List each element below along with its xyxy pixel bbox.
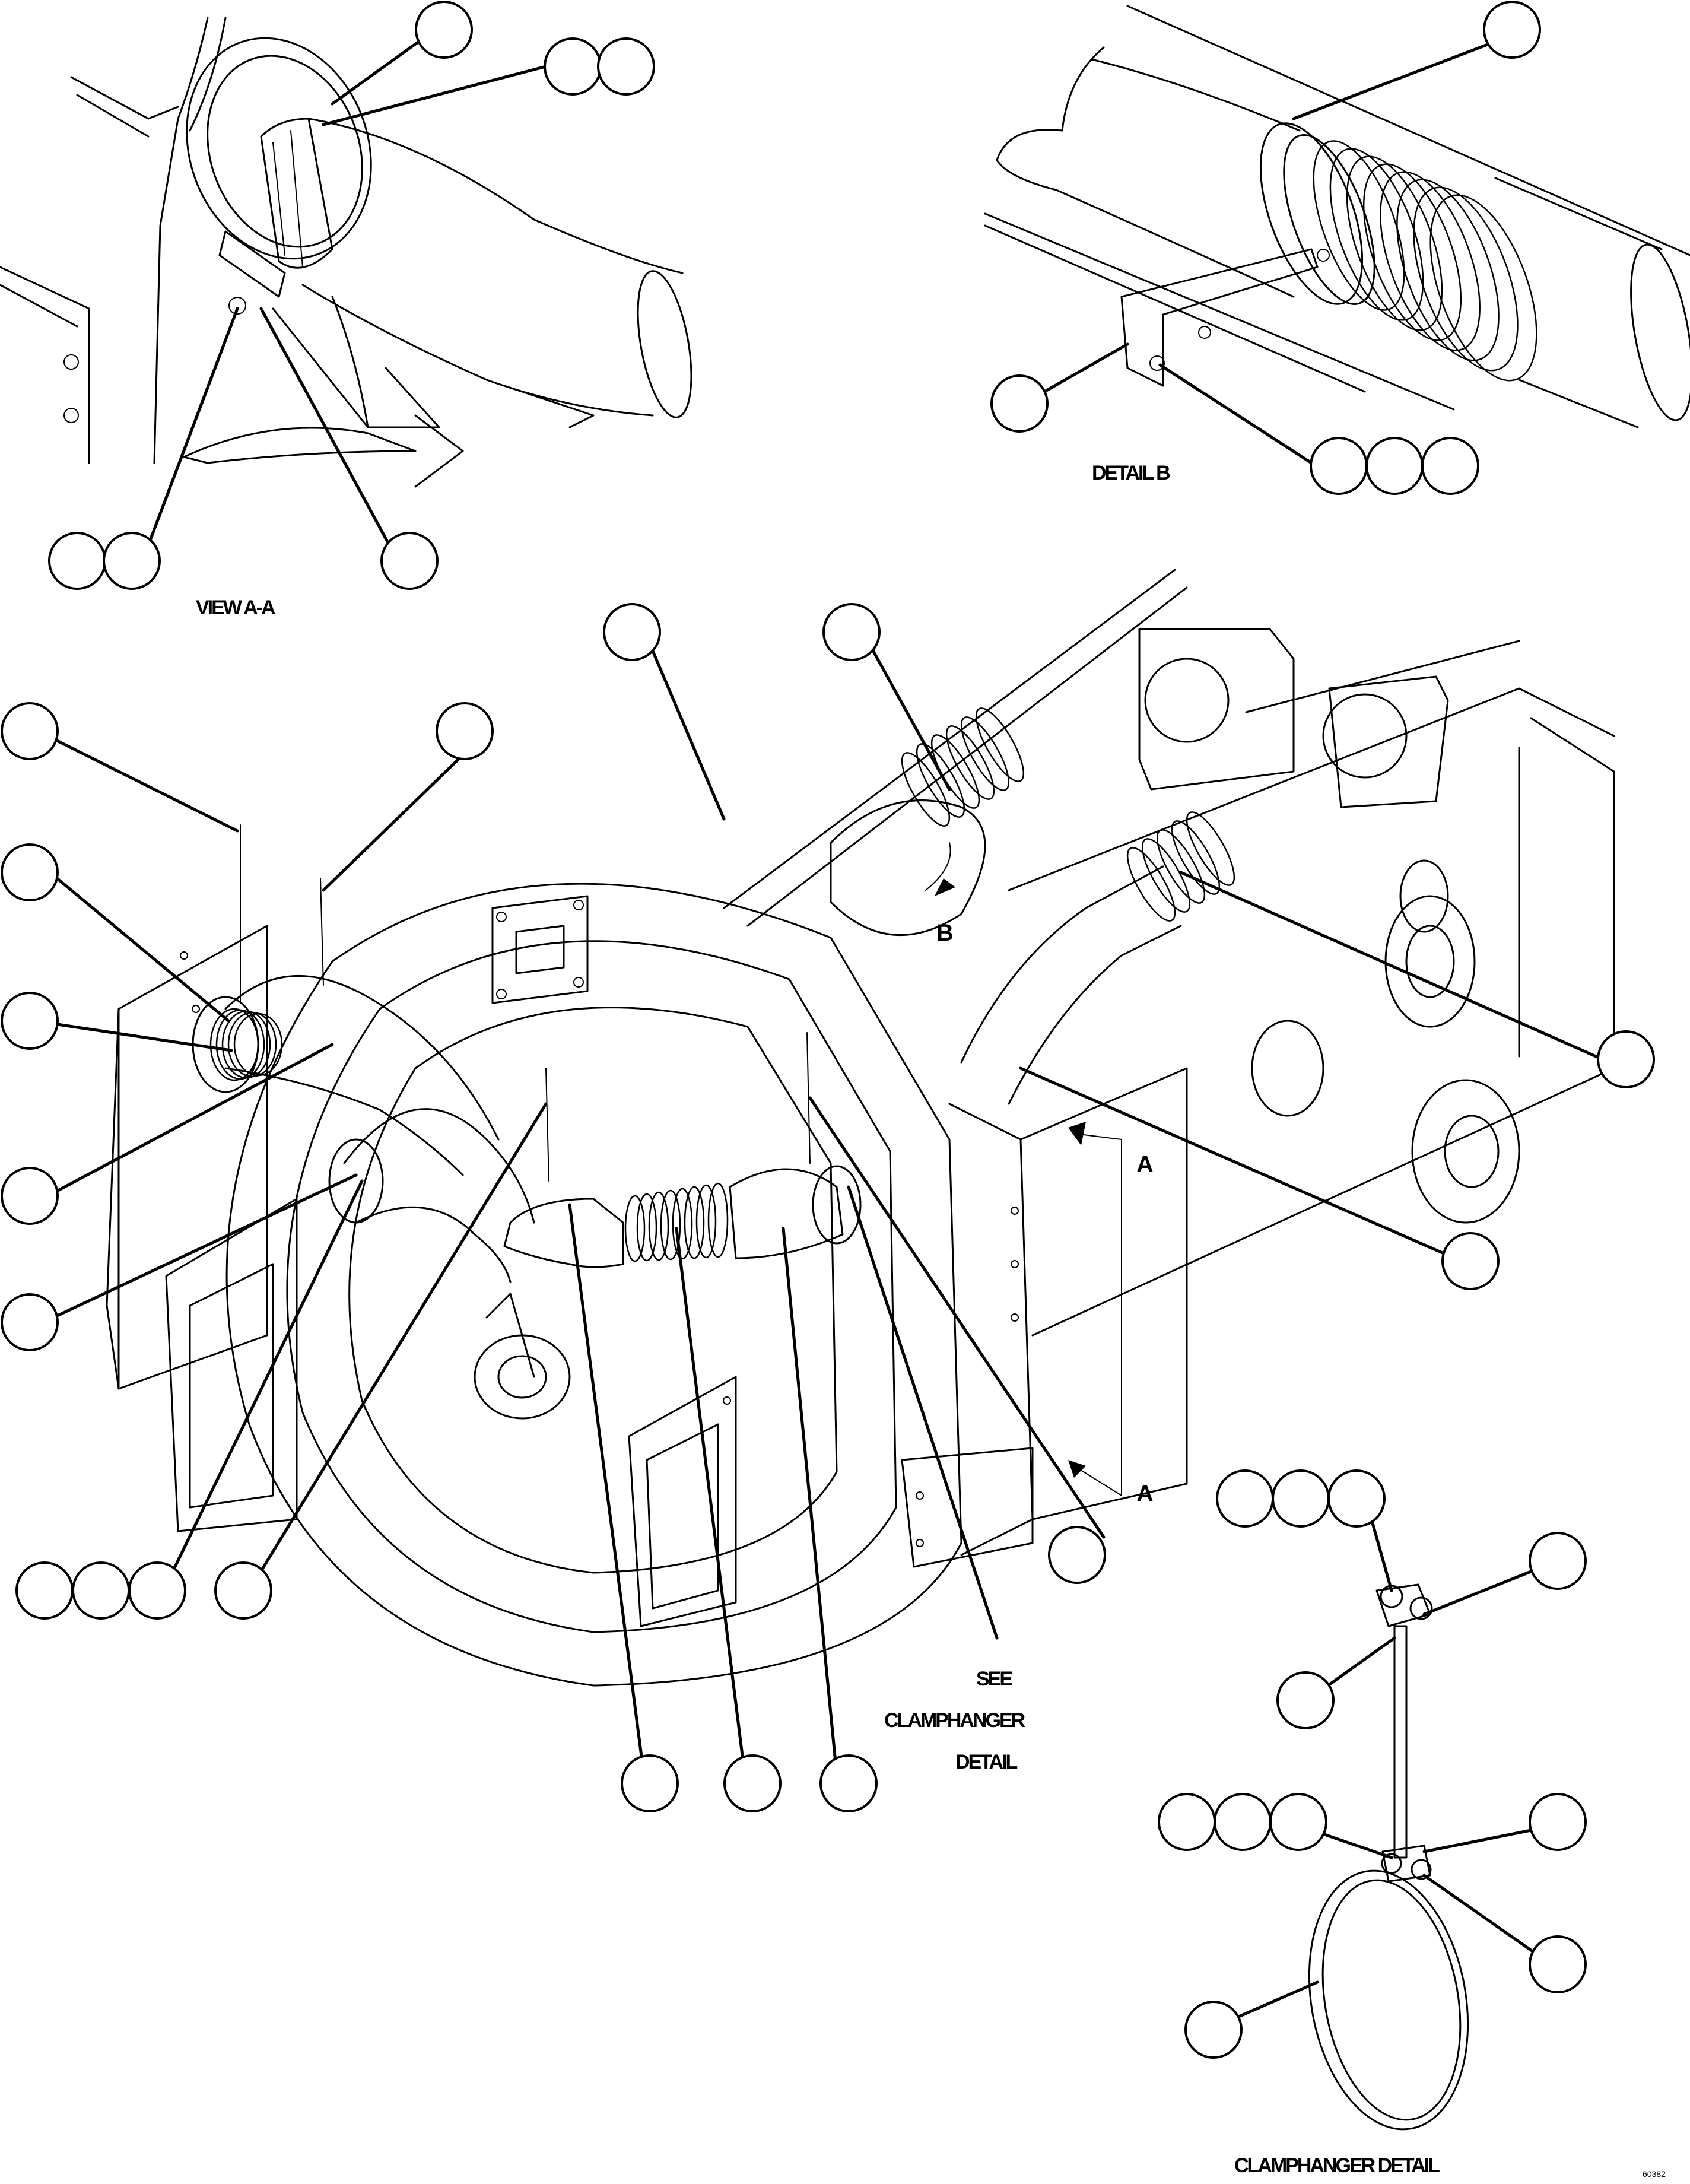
section-a-marker <box>1068 1122 1122 1496</box>
clamp-hanger-illustration <box>1308 1583 1469 2131</box>
see-note-line2: CLAMPHANGER <box>884 1709 1025 1732</box>
detail-b-callouts <box>990 1 1541 495</box>
view-aa-illustration <box>0 17 692 488</box>
detail-b-marker <box>925 842 955 896</box>
detail-b-marker-label: B <box>936 920 954 946</box>
section-a-top-label: A <box>1136 1151 1154 1177</box>
figure-id: 60382 <box>1643 2169 1666 2179</box>
detail-b-label: DETAIL B <box>1092 462 1170 484</box>
view-aa-label: VIEW A-A <box>196 596 275 619</box>
view-aa-callouts <box>48 1 655 590</box>
main-assembly-illustration <box>106 569 1615 1687</box>
see-note-line1: SEE <box>976 1668 1012 1690</box>
detail-b-illustration <box>984 5 1690 428</box>
see-note-line3: DETAIL <box>955 1751 1017 1773</box>
clamp-hanger-detail-label: CLAMPHANGER DETAIL <box>1234 2154 1440 2177</box>
clamp-hanger-callouts <box>1158 1469 1587 2059</box>
main-callouts <box>1 603 1655 1812</box>
section-a-bottom-label: A <box>1136 1481 1154 1507</box>
